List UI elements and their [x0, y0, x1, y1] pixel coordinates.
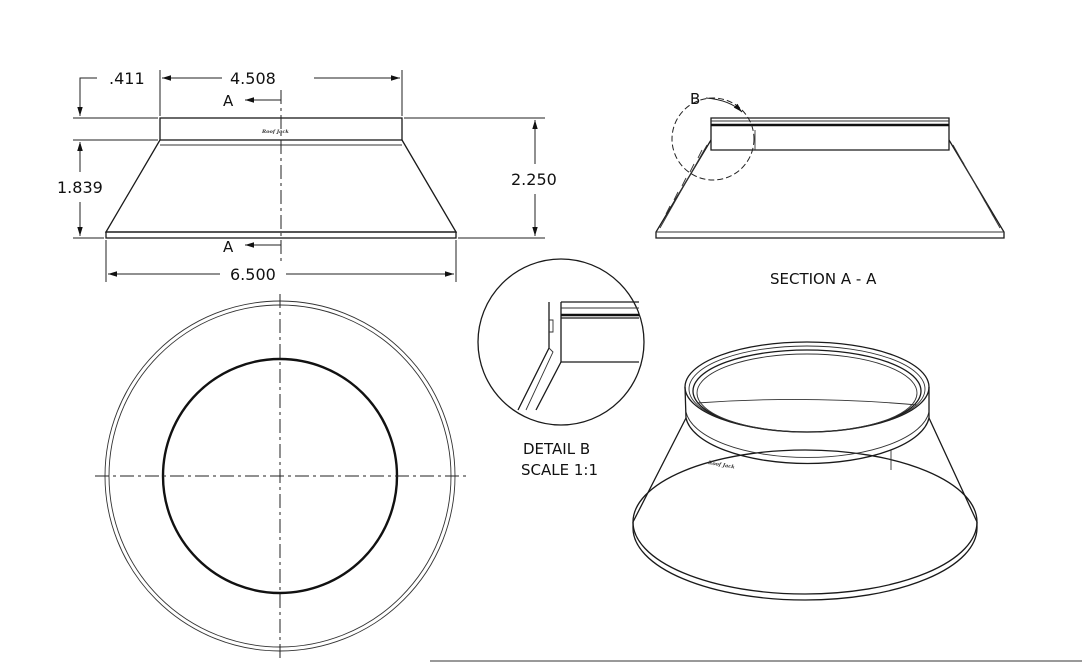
front-base-flange [105, 231, 457, 239]
section-title: SECTION A - A [770, 270, 877, 288]
front-brand-mark: Roof Jack [261, 129, 289, 135]
section-mark-bottom: A [223, 238, 234, 256]
section-view: B SECTION A - A [655, 90, 1005, 288]
detail-b-callout-circle [671, 97, 755, 181]
front-view: Roof Jack A A 4.508 .411 1.839 2.250 [57, 69, 557, 284]
iso-view: Roof Jack [632, 341, 978, 601]
detail-title: DETAIL B [523, 440, 590, 458]
detail-scale: SCALE 1:1 [521, 461, 598, 479]
detail-b-circle [477, 258, 645, 426]
top-view [95, 294, 466, 662]
dim-total-height: 2.250 [511, 170, 557, 189]
detail-callout-label: B [690, 90, 700, 108]
dim-base-width: 6.500 [230, 265, 276, 284]
dim-top-width: 4.508 [230, 69, 276, 88]
detail-view: DETAIL B SCALE 1:1 [477, 258, 645, 479]
dim-top-offset: .411 [109, 69, 145, 88]
iso-brand-mark: Roof Jack [707, 460, 736, 471]
dim-flare-height: 1.839 [57, 178, 103, 197]
section-mark-top: A [223, 92, 234, 110]
